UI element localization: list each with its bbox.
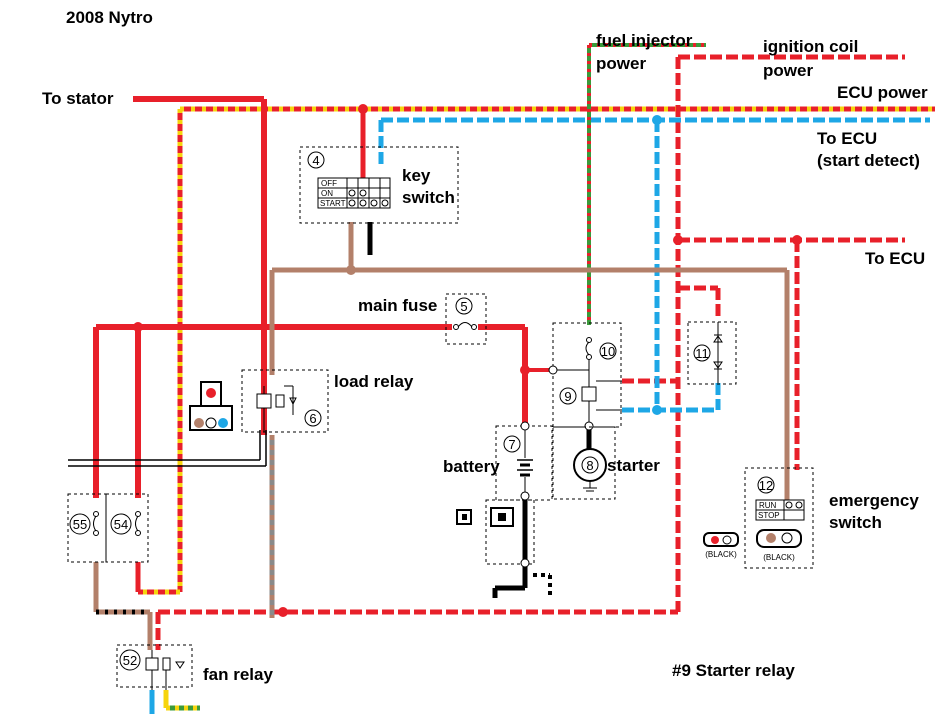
label-c5: 5 bbox=[460, 299, 467, 314]
fan-relay-component: 52 bbox=[116, 644, 193, 690]
fuse-54-component: 54 bbox=[105, 493, 149, 563]
battery-component: 7 bbox=[495, 421, 553, 501]
label-c11: 11 bbox=[695, 346, 709, 361]
label-c55: 55 bbox=[73, 517, 87, 532]
components: 4 OFF ON START 5 bbox=[67, 146, 814, 690]
emergency-row-stop: STOP bbox=[758, 511, 780, 520]
wire-red-stator bbox=[133, 96, 267, 435]
wire-brown-black-fan bbox=[93, 562, 153, 650]
key-switch-component: 4 OFF ON START bbox=[299, 146, 459, 224]
label-c52: 52 bbox=[123, 653, 137, 668]
battery-connector-icon bbox=[456, 499, 535, 568]
diagram-title: 2008 Nytro bbox=[66, 8, 153, 27]
label-c4: 4 bbox=[312, 153, 319, 168]
wire-brown bbox=[269, 222, 790, 500]
wire-black-ground bbox=[492, 492, 552, 598]
black-connector-label-2: (BLACK) bbox=[763, 553, 795, 562]
label-emergency-2: switch bbox=[829, 513, 882, 532]
key-row-on: ON bbox=[321, 189, 333, 198]
label-ignition-coil-1: ignition coil bbox=[763, 37, 858, 56]
label-battery: battery bbox=[443, 457, 500, 476]
label-to-stator: To stator bbox=[42, 89, 114, 108]
junction-dots bbox=[133, 104, 802, 617]
label-c12: 12 bbox=[759, 478, 773, 493]
starter-motor-component: 8 bbox=[552, 426, 616, 500]
label-to-ecu-start-1: To ECU bbox=[817, 129, 877, 148]
label-c6: 6 bbox=[309, 411, 316, 426]
load-relay-component: 6 bbox=[241, 369, 329, 433]
label-main-fuse: main fuse bbox=[358, 296, 437, 315]
emergency-small-connector-icon: (BLACK) bbox=[703, 532, 739, 559]
wire-red-white-ignition bbox=[155, 54, 905, 650]
label-fuel-injector-2: power bbox=[596, 54, 646, 73]
starter-relay-component: 10 9 bbox=[548, 322, 622, 431]
label-starter: starter bbox=[607, 456, 660, 475]
labels: 2008 Nytro To stator fuel injector power… bbox=[42, 8, 928, 684]
label-to-ecu-start-2: (start detect) bbox=[817, 151, 920, 170]
label-emergency-1: emergency bbox=[829, 491, 919, 510]
key-row-off: OFF bbox=[321, 179, 337, 188]
black-connector-label-1: (BLACK) bbox=[705, 550, 737, 559]
emergency-row-run: RUN bbox=[759, 501, 777, 510]
wire-green-red-fuel bbox=[587, 43, 706, 325]
label-ignition-coil-2: power bbox=[763, 61, 813, 80]
label-key-switch-2: switch bbox=[402, 188, 455, 207]
fuse-55-component: 55 bbox=[67, 493, 107, 563]
wire-red-main bbox=[93, 324, 589, 498]
load-relay-connector-icon bbox=[189, 381, 233, 431]
wire-black-white bbox=[68, 430, 267, 467]
label-load-relay: load relay bbox=[334, 372, 414, 391]
main-fuse-component: 5 bbox=[445, 293, 487, 345]
label-fuel-injector-1: fuel injector bbox=[596, 31, 693, 50]
label-c10: 10 bbox=[601, 344, 615, 359]
label-key-switch-1: key bbox=[402, 166, 431, 185]
key-row-start: START bbox=[320, 199, 346, 208]
label-ecu-power: ECU power bbox=[837, 83, 928, 102]
label-c9: 9 bbox=[564, 389, 571, 404]
wires bbox=[68, 43, 935, 714]
label-fan-relay: fan relay bbox=[203, 665, 273, 684]
label-starter-relay-note: #9 Starter relay bbox=[672, 661, 795, 680]
label-c54: 54 bbox=[114, 517, 128, 532]
diode-component: 11 bbox=[687, 321, 737, 385]
label-to-ecu: To ECU bbox=[865, 249, 925, 268]
emergency-switch-component: 12 RUN STOP (BLACK) bbox=[744, 467, 814, 569]
label-c8: 8 bbox=[586, 458, 593, 473]
wire-red-yellow-ecu-power bbox=[135, 106, 935, 595]
label-c7: 7 bbox=[508, 437, 515, 452]
